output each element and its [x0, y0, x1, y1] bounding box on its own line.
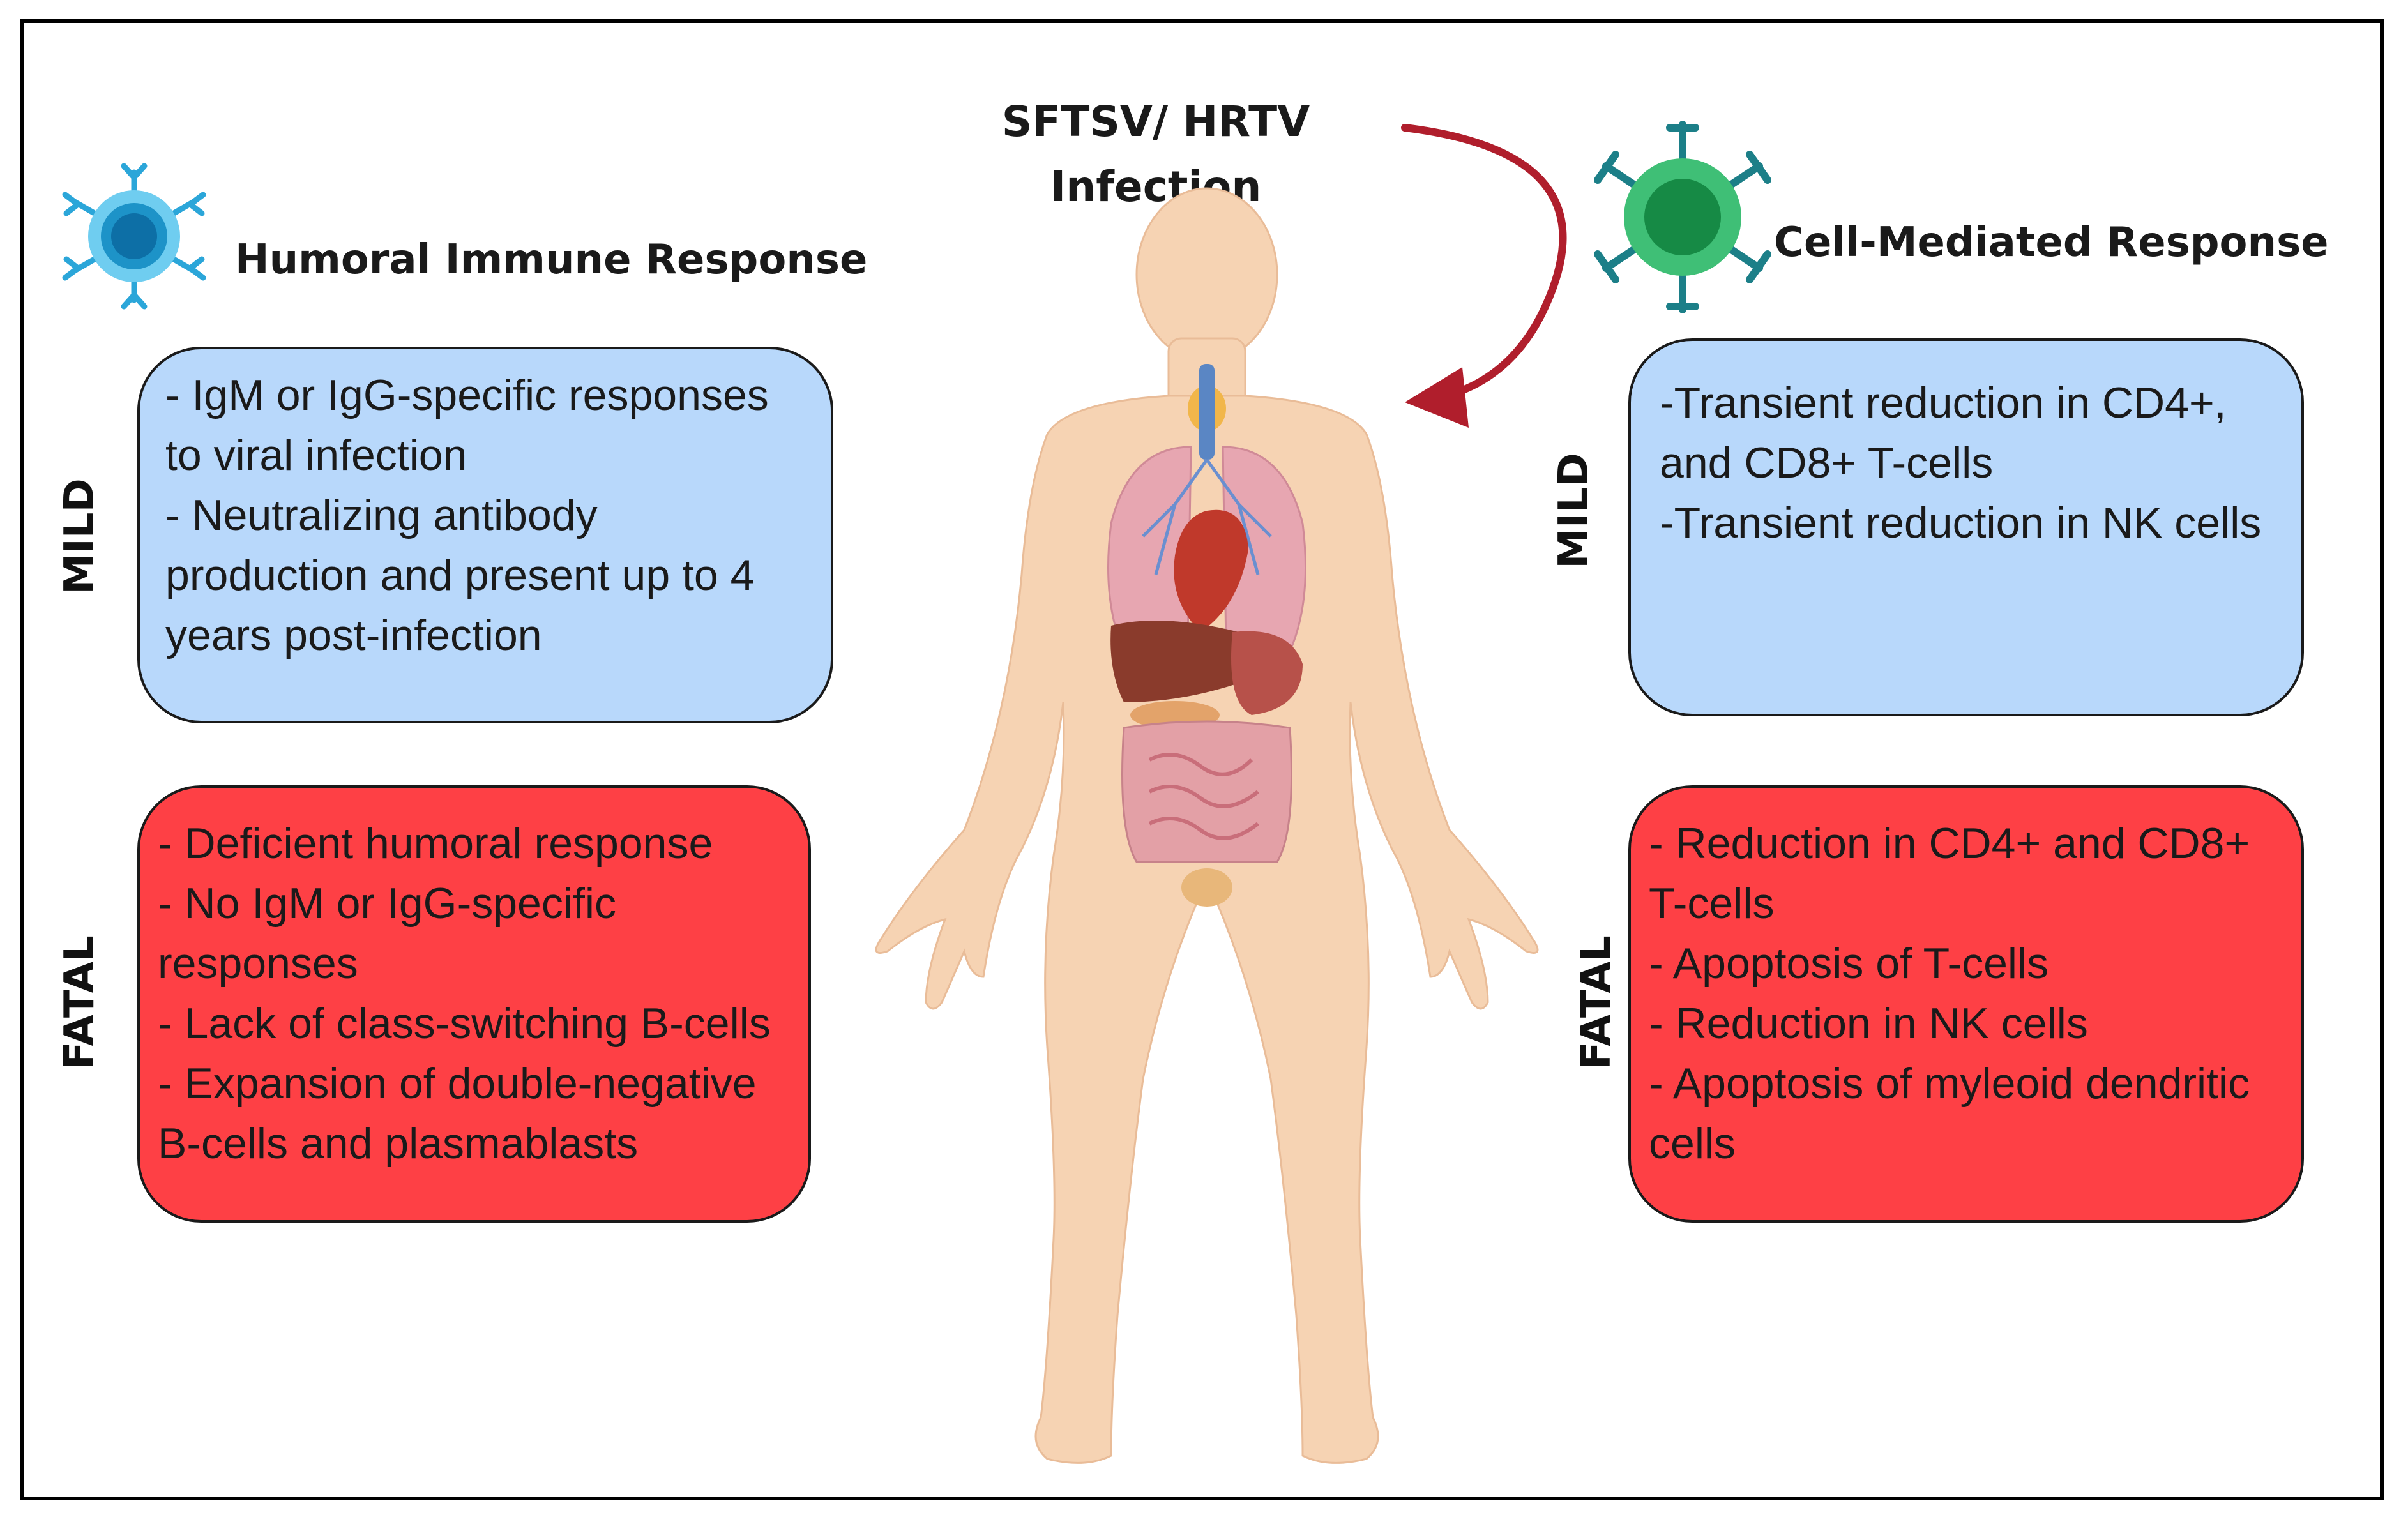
curved-arrow-icon [1401, 124, 1567, 428]
humoral-mild-list: - IgM or IgG-specific responses to viral… [165, 365, 831, 665]
list-item: T-cells [1649, 879, 1775, 928]
humoral-fatal-box: - Deficient humoral response - No IgM or… [137, 785, 811, 1223]
list-item: cells [1649, 1119, 1736, 1168]
list-item: - Apoptosis of T-cells [1649, 939, 2049, 988]
list-item: production and present up to 4 [165, 551, 755, 600]
humoral-fatal-list: - Deficient humoral response - No IgM or… [158, 813, 808, 1173]
list-item: - Apoptosis of myleoid dendritic [1649, 1059, 2250, 1108]
list-item: - Lack of class-switching B-cells [158, 999, 771, 1048]
list-item: years post-infection [165, 611, 542, 660]
figure-frame [20, 19, 2384, 1500]
list-item: - Reduction in CD4+ and CD8+ [1649, 819, 2250, 868]
right-fatal-label: FATAL [1573, 935, 1620, 1069]
humoral-mild-box: - IgM or IgG-specific responses to viral… [137, 347, 833, 723]
humoral-heading: Humoral Immune Response [235, 236, 868, 283]
list-item: B-cells and plasmablasts [158, 1119, 639, 1168]
cell-mediated-mild-list: -Transient reduction in CD4+, and CD8+ T… [1660, 373, 2301, 553]
list-item: -Transient reduction in CD4+, [1660, 379, 2227, 427]
list-item: - Expansion of double-negative [158, 1059, 757, 1108]
list-item: - Neutralizing antibody [165, 491, 598, 539]
list-item: - IgM or IgG-specific responses [165, 371, 769, 419]
cell-mediated-fatal-box: - Reduction in CD4+ and CD8+ T-cells - A… [1628, 785, 2304, 1223]
list-item: - Reduction in NK cells [1649, 999, 2088, 1048]
cell-mediated-fatal-list: - Reduction in CD4+ and CD8+ T-cells - A… [1649, 813, 2301, 1173]
t-cell-icon [1594, 121, 1771, 313]
left-fatal-label: FATAL [56, 935, 103, 1069]
infection-title: SFTSV/ HRTV Infection [996, 89, 1315, 220]
left-mild-label: MILD [56, 478, 103, 594]
cell-mediated-mild-box: -Transient reduction in CD4+, and CD8+ T… [1628, 338, 2304, 716]
list-item: to viral infection [165, 431, 467, 479]
b-cell-icon [62, 163, 206, 310]
list-item: -Transient reduction in NK cells [1660, 499, 2262, 547]
human-body-illustration [875, 187, 1539, 1464]
list-item: responses [158, 939, 358, 988]
list-item: - Deficient humoral response [158, 819, 713, 868]
infection-title-line1: SFTSV/ HRTV [1001, 97, 1310, 146]
cell-mediated-heading: Cell-Mediated Response [1774, 219, 2329, 266]
list-item: - No IgM or IgG-specific [158, 879, 616, 928]
list-item: and CD8+ T-cells [1660, 439, 1994, 487]
infection-title-line2: Infection [1050, 162, 1262, 211]
